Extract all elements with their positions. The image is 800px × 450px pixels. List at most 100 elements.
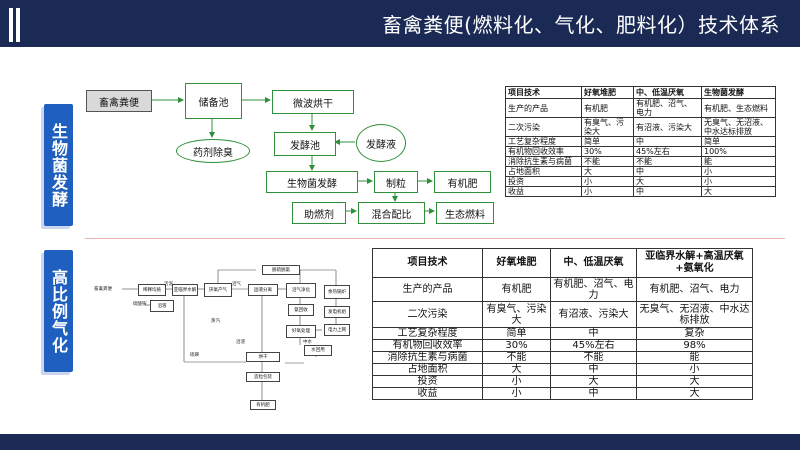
table-header-cell: 中、低温厌氧	[550, 248, 637, 278]
schematic-inlet-label: 畜禽粪便	[94, 287, 112, 292]
header-accent-bar	[16, 8, 20, 42]
table-cell: 工艺复杂程度	[372, 327, 483, 340]
table-cell: 有沼液、污染大	[633, 117, 702, 137]
manure-box: 畜禽粪便	[86, 90, 152, 112]
table-cell: 小	[581, 186, 634, 197]
table-cell: 大	[482, 363, 551, 376]
table-cell: 简单	[581, 136, 634, 147]
table-cell: 大	[701, 186, 776, 197]
schematic-wash-box: 脱硫脱氨	[262, 265, 300, 275]
table-row: 二次污染有臭气、污染大有沼液、污染大无臭气、无沼液、中水达标排放	[372, 301, 753, 328]
schematic-water-label: 中水	[303, 340, 312, 345]
table-header-cell: 好氧堆肥	[581, 86, 634, 99]
table-cell: 不能	[581, 156, 634, 167]
schematic-mix-box: 沼液	[150, 300, 174, 312]
page-title: 畜禽粪便(燃料化、气化、肥料化）技术体系	[382, 13, 780, 37]
table-cell: 生产的产品	[505, 98, 582, 118]
schematic-fertilizer-box: 有机肥	[250, 400, 276, 410]
table-cell: 二次污染	[372, 301, 483, 328]
table-cell: 有机肥、沼气、电力	[633, 98, 702, 118]
table-cell: 消除抗生素与病菌	[505, 156, 582, 167]
table-cell: 无臭气、无沼液、中水达标排放	[701, 117, 776, 137]
table-header-cell: 中、低温厌氧	[633, 86, 702, 99]
schematic-sulfur-label: 硫磺	[190, 353, 199, 358]
table-cell: 大	[581, 166, 634, 177]
table-cell: 98%	[636, 339, 753, 352]
table-cell: 投资	[372, 375, 483, 388]
table-cell: 消除抗生素与病菌	[372, 351, 483, 364]
table-cell: 45%左右	[550, 339, 637, 352]
table-cell: 小	[482, 387, 551, 400]
table-cell: 小	[482, 375, 551, 388]
schematic-separation-box: 固液分离	[248, 284, 278, 296]
footer-bar	[0, 434, 800, 450]
eco-fuel-box: 生态燃料	[436, 202, 494, 224]
schematic-ammonia-box: 氨回收	[288, 304, 314, 316]
table-cell: 有机肥	[482, 277, 551, 302]
table-header-row: 项目技术 好氧堆肥 中、低温厌氧 生物菌发酵	[505, 86, 776, 99]
schematic-anaerobic-box: 厌氧产气	[204, 283, 232, 297]
schematic-sludge-label: 污泥	[164, 282, 173, 287]
fermentation-liquid-ellipse: 发酵液	[356, 124, 406, 162]
granulation-box: 制粒	[374, 171, 418, 193]
table-row: 收益小中大	[505, 186, 776, 197]
combustion-aid-box: 助燃剂	[292, 202, 346, 224]
table-cell: 中	[633, 166, 702, 177]
table-row: 占地面积大中小	[505, 166, 776, 177]
table-cell: 有臭气、污染大	[482, 301, 551, 328]
table-cell: 二次污染	[505, 117, 582, 137]
bio-fermentation-box: 生物菌发酵	[266, 171, 358, 193]
table-cell: 有沼液、污染大	[550, 301, 637, 328]
table-cell: 投资	[505, 176, 582, 187]
table-cell: 中	[633, 136, 702, 147]
table-row: 生产的产品有机肥有机肥、沼气、电力有机肥、生态燃料	[505, 98, 776, 118]
table-row: 二次污染有臭气、污染大有沼液、污染大无臭气、无沼液、中水达标排放	[505, 117, 776, 137]
table-cell: 收益	[372, 387, 483, 400]
schematic-hydrolysis-box: 亚临界水解	[172, 284, 198, 296]
table-row: 投资小大小	[505, 176, 776, 187]
fermentation-tank-box: 发酵池	[274, 132, 336, 156]
schematic-biogas-label: 沼气	[232, 282, 241, 287]
table-cell: 有机肥、生态燃料	[701, 98, 776, 118]
schematic-power-box: 发电机组	[324, 306, 350, 318]
table-cell: 大	[633, 176, 702, 187]
table-cell: 中	[550, 363, 637, 376]
header-bar: 畜禽粪便(燃料化、气化、肥料化）技术体系	[0, 0, 800, 47]
deodorize-ellipse: 药剂除臭	[176, 139, 250, 163]
schematic-grid-box: 电力上网	[324, 324, 350, 336]
schematic-reuse-box: 水回用	[304, 345, 332, 356]
header-accent-bar	[9, 8, 13, 42]
schematic-acid-label: 硫酸铵	[133, 302, 147, 307]
table-row: 生产的产品有机肥有机肥、沼气、电力有机肥、沼气、电力	[372, 277, 753, 302]
table-cell: 简单	[482, 327, 551, 340]
table-header-row: 项目技术 好氧堆肥 中、低温厌氧 亚临界水解+高温厌氧+氨氧化	[372, 248, 753, 278]
table-cell: 中	[550, 387, 637, 400]
table-cell: 中	[550, 327, 637, 340]
table-cell: 有机物回收效率	[372, 339, 483, 352]
schematic-pack-box: 造粒包装	[246, 372, 280, 382]
table-cell: 能	[701, 156, 776, 167]
table-row: 投资小大大	[372, 375, 753, 388]
table-cell: 小	[636, 363, 753, 376]
table-header-cell: 项目技术	[505, 86, 582, 99]
table-cell: 小	[701, 166, 776, 177]
comparison-table-bio: 项目技术 好氧堆肥 中、低温厌氧 生物菌发酵 生产的产品有机肥有机肥、沼气、电力…	[505, 86, 776, 197]
table-cell: 100%	[701, 146, 776, 157]
table-cell: 工艺复杂程度	[505, 136, 582, 147]
schematic-homogenize-box: 稀释均质	[138, 284, 166, 296]
table-row: 消除抗生素与病菌不能不能能	[505, 156, 776, 167]
table-cell: 小	[581, 176, 634, 187]
schematic-boiler-box: 余热锅炉	[324, 285, 350, 299]
table-cell: 有机肥	[581, 98, 634, 118]
table-header-cell: 项目技术	[372, 248, 483, 278]
table-cell: 有臭气、污染大	[581, 117, 634, 137]
table-row: 工艺复杂程度简单中简单	[505, 136, 776, 147]
schematic-dry-box: 烘干	[246, 352, 280, 362]
table-cell: 45%左右	[633, 146, 702, 157]
table-cell: 不能	[633, 156, 702, 167]
table-cell: 大	[550, 375, 637, 388]
table-row: 工艺复杂程度简单中复杂	[372, 327, 753, 340]
table-cell: 大	[636, 375, 753, 388]
side-label-high-ratio-gasification: 高比例气化	[44, 250, 73, 372]
